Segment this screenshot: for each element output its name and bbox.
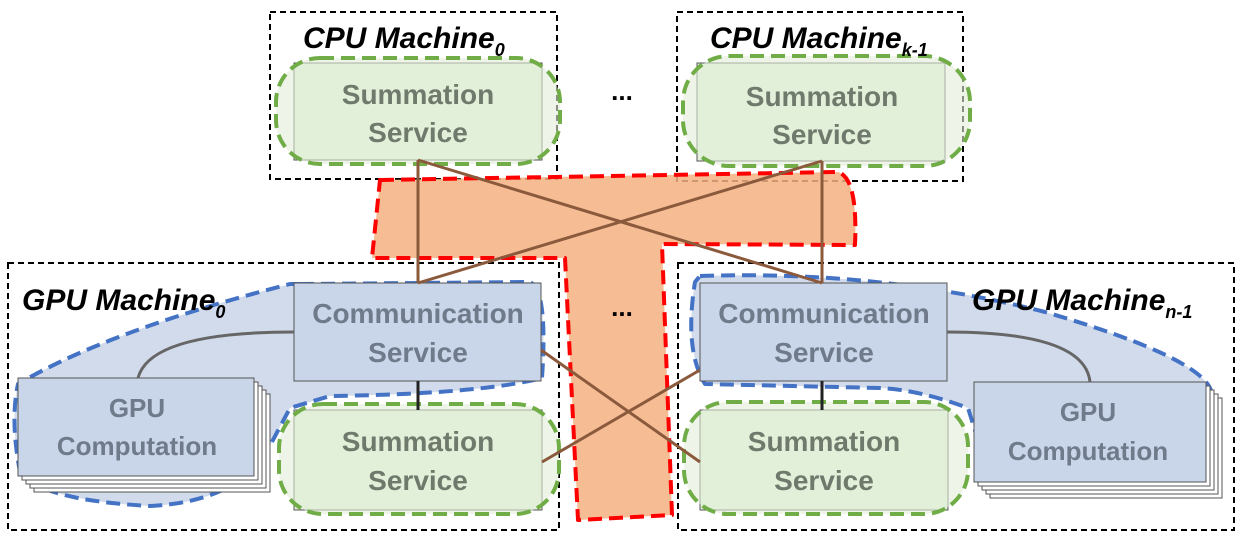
gpu-n-1-computation-label-line2: Computation [1008,436,1168,466]
gpu-n-1-communication-label-line2: Service [774,337,874,368]
gpu-0-communication-label-line1: Communication [312,298,524,329]
gpu-n-1-communication-label-line1: Communication [718,298,930,329]
link-commn-to-gpun [946,330,1092,383]
link-comm0-to-gpu0 [136,330,295,379]
cpu-machines-ellipsis: ... [611,76,633,106]
gpu-machine-n-1-title: GPU Machinen-1 [972,284,1192,322]
gpu-n-1-summation-label-line1: Summation [748,426,900,457]
gpu-n-1-summation-label-line2: Service [774,465,874,496]
cpu-machine-k-1-title: CPU Machinek-1 [710,22,928,60]
link-sum0-to-commn [541,368,701,464]
gpu-0-summation-label-line1: Summation [342,426,494,457]
cpu-0-summation-label-line1: Summation [342,79,494,110]
gpu-n-1-computation-label-line1: GPU [1060,397,1116,427]
cpu-0-summation-outline [274,56,562,166]
gpu-n-1-summation-outline [682,400,970,516]
gpu-0-computation-label-line2: Computation [57,431,217,461]
gpu-0-communication-label-line2: Service [368,337,468,368]
network-links [416,158,824,464]
gpu-0-computation-label-line1: GPU [109,393,165,423]
link-sumn-to-comm0 [540,348,701,464]
gpu-0-summation-label-line2: Service [368,465,468,496]
gpu-machine-0-title: GPU Machine0 [22,284,225,322]
gpu-n-1-computation-stack [973,381,1223,499]
gpu-machine-0-box [7,262,560,531]
network-region [370,170,858,522]
cpu-k-1-summation-label-line1: Summation [746,81,898,112]
cpu-k-1-summation-label-line2: Service [772,119,872,150]
gpu-machines-ellipsis: ... [611,292,633,322]
cpu-0-summation-label-line2: Service [368,117,468,148]
gpu-machine-n-1-box [677,262,1235,531]
cpu-machine-0-title: CPU Machine0 [303,22,505,60]
link-cpuk-to-gpu0 [417,159,823,285]
cpu-k-1-summation-outline [681,54,972,168]
gpu-0-summation-outline [277,402,561,516]
gpu-0-computation-stack [17,377,271,493]
